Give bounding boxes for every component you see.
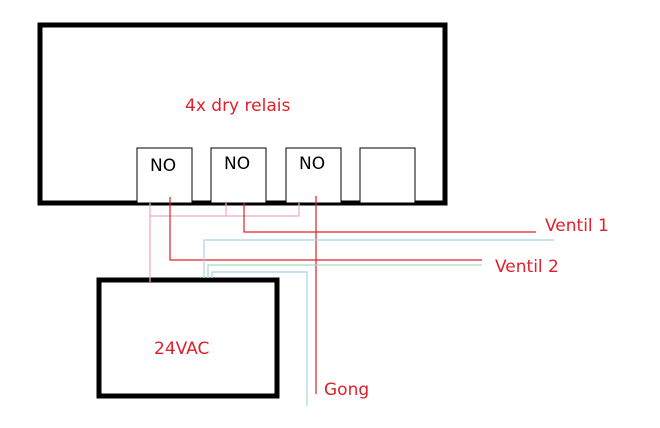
wire-ventil1-red <box>243 203 536 233</box>
ventil2-label: Ventil 2 <box>495 257 559 277</box>
terminal-3-label: NO <box>299 154 325 174</box>
gong-label: Gong <box>324 380 369 400</box>
terminal-1 <box>136 147 193 204</box>
terminal-4 <box>359 147 416 204</box>
relay-board-label: 4x dry relais <box>185 96 290 116</box>
wire-ventil1-return-blue <box>203 239 554 278</box>
wire-ventil2-return-green <box>207 264 482 278</box>
terminal-2-label: NO <box>224 154 250 174</box>
ventil1-label: Ventil 1 <box>545 216 609 236</box>
power-supply-box <box>96 277 280 399</box>
terminal-3 <box>285 147 342 204</box>
terminal-1-label: NO <box>150 156 176 176</box>
wire-gong-return-blue <box>211 271 308 406</box>
terminal-2 <box>210 147 267 204</box>
wire-common-pink <box>149 203 300 282</box>
power-supply-label: 24VAC <box>154 339 209 359</box>
wire-ventil2-red <box>169 197 482 261</box>
